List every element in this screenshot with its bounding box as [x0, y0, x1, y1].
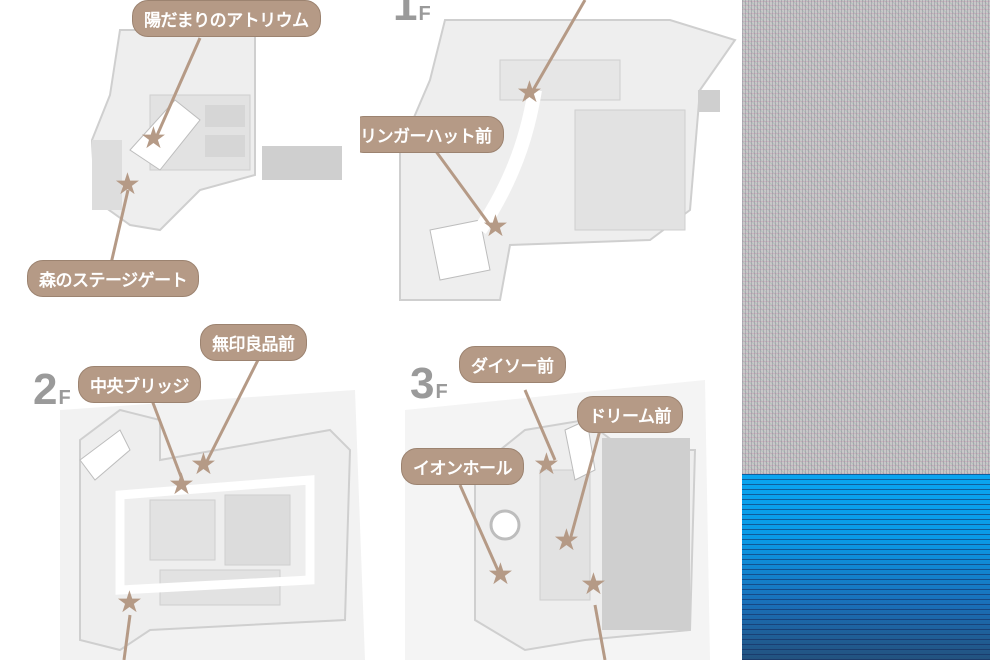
floorplan-top-left	[90, 29, 342, 269]
floor-number: 2	[33, 365, 58, 414]
side-image-strip	[742, 0, 990, 660]
star-icon: ★	[580, 567, 607, 602]
spot-aeon-hall: イオンホール	[401, 448, 524, 485]
floor-label-2f: 2F	[33, 368, 71, 412]
spot-daiso: ダイソー前	[459, 346, 566, 383]
floor-suffix: F	[418, 3, 431, 25]
floorplan-1f	[399, 0, 737, 301]
floor-suffix: F	[435, 381, 448, 403]
star-icon: ★	[190, 447, 217, 482]
spot-muji: 無印良品前	[200, 324, 307, 361]
noise-image	[742, 0, 990, 474]
star-icon: ★	[168, 467, 195, 502]
spot-chuo-bridge: 中央ブリッジ	[78, 366, 201, 403]
map-panel-1f: 1F ★ リンガーハット前 ★	[360, 0, 740, 320]
star-icon: ★	[533, 447, 560, 482]
star-icon: ★	[114, 167, 141, 202]
star-icon: ★	[482, 209, 509, 244]
star-icon: ★	[516, 75, 543, 110]
floor-number: 1	[393, 0, 418, 30]
map-panel-top-left: 陽だまりのアトリウム ★ ★ 森のステージゲート	[0, 0, 360, 320]
floor-label-1f: 1F	[393, 0, 431, 28]
spot-hidamari-atrium: 陽だまりのアトリウム	[132, 0, 321, 37]
floor-number: 3	[410, 359, 435, 408]
star-icon: ★	[140, 121, 167, 156]
star-icon: ★	[487, 557, 514, 592]
spot-dream: ドリーム前	[577, 396, 683, 433]
floorplan-2f	[60, 359, 365, 660]
star-icon: ★	[553, 523, 580, 558]
map-panel-3f: 3F ダイソー前 ドリーム前 イオンホール ★ ★ ★ ★	[365, 320, 740, 660]
spot-ringer-hut: リンガーハット前	[360, 116, 504, 153]
spot-mori-stage-gate: 森のステージゲート	[27, 260, 200, 297]
floor-suffix: F	[58, 387, 71, 409]
floor-label-3f: 3F	[410, 362, 448, 406]
water-photo	[742, 474, 990, 660]
star-icon: ★	[116, 585, 143, 620]
map-panel-2f: 2F 無印良品前 中央ブリッジ ★ ★ ★	[0, 320, 365, 660]
